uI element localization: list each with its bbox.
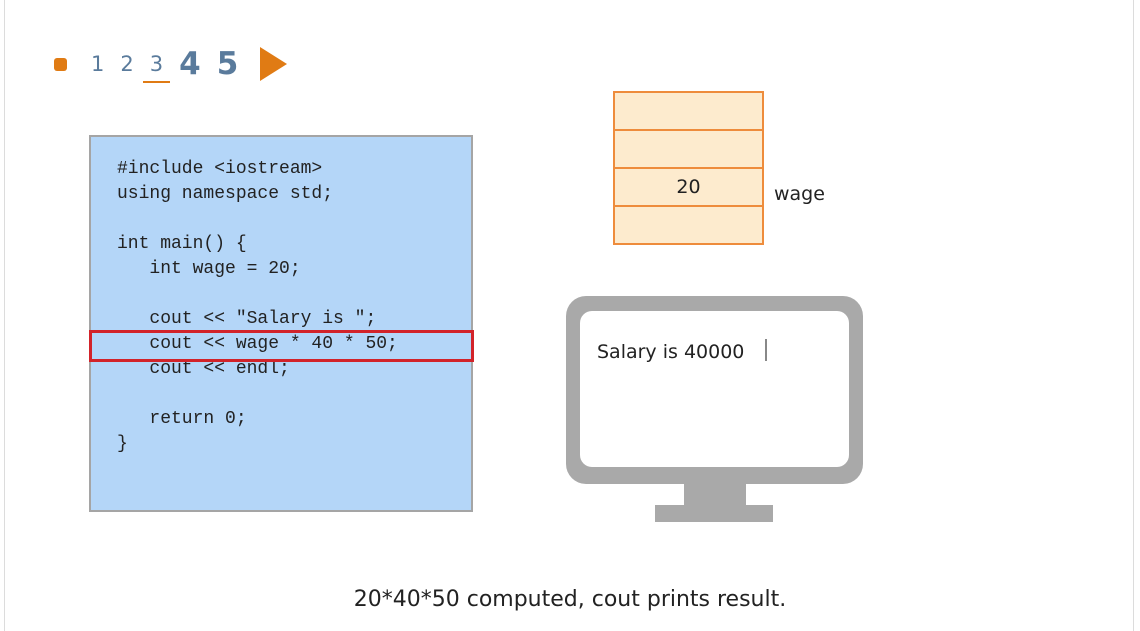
code-line: return 0; bbox=[117, 409, 247, 429]
code-line: #include <iostream> bbox=[117, 159, 323, 179]
step-navigation: 1 2 3 4 5 bbox=[54, 44, 288, 84]
memory-cell bbox=[613, 91, 764, 131]
step-2-button[interactable]: 2 bbox=[120, 51, 134, 76]
step-1-button[interactable]: 1 bbox=[91, 51, 105, 76]
memory-cell bbox=[613, 129, 764, 169]
code-line: } bbox=[117, 434, 128, 454]
code-line: int wage = 20; bbox=[117, 259, 301, 279]
code-line: cout << "Salary is "; bbox=[117, 309, 377, 329]
step-caption: 20*40*50 computed, cout prints result. bbox=[353, 587, 787, 612]
memory-cell-wage: 20 bbox=[613, 167, 764, 207]
code-panel: #include <iostream> using namespace std;… bbox=[89, 135, 473, 512]
play-icon[interactable] bbox=[260, 47, 288, 81]
code-line-highlighted: cout << wage * 40 * 50; bbox=[117, 334, 398, 354]
text-cursor bbox=[765, 339, 767, 361]
current-line-highlight bbox=[89, 330, 474, 362]
console-output: Salary is 40000 bbox=[597, 341, 745, 363]
monitor-stand bbox=[684, 484, 746, 506]
code-line: cout << endl; bbox=[117, 359, 290, 379]
step-3-button[interactable]: 3 bbox=[142, 51, 171, 83]
memory-cell bbox=[613, 205, 764, 245]
animation-frame bbox=[4, 0, 1134, 631]
variable-label: wage bbox=[774, 183, 825, 205]
step-4-button[interactable]: 4 bbox=[179, 45, 201, 82]
stop-button[interactable] bbox=[54, 57, 67, 71]
console-screen: Salary is 40000 bbox=[580, 311, 849, 467]
code-line: int main() { bbox=[117, 234, 247, 254]
monitor-base bbox=[655, 505, 773, 522]
code-line: using namespace std; bbox=[117, 184, 334, 204]
monitor-icon: Salary is 40000 bbox=[566, 296, 863, 484]
step-5-button[interactable]: 5 bbox=[216, 45, 239, 82]
memory-diagram: 20 bbox=[613, 91, 764, 245]
